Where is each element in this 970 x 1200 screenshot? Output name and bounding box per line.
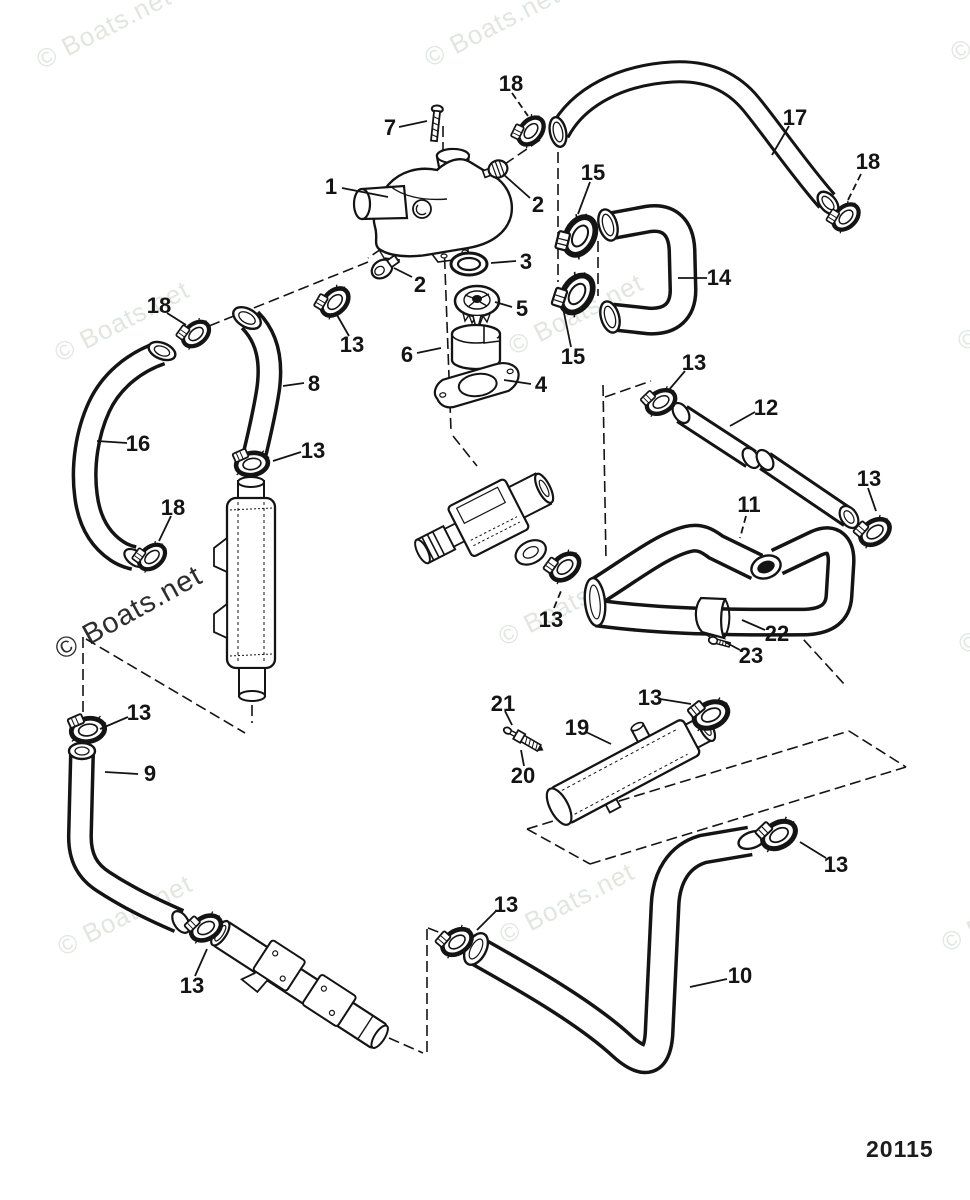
callout-18: 18	[147, 293, 171, 318]
fitting-2-upper	[481, 159, 509, 179]
hose-16	[71, 340, 177, 571]
vertical-cooler	[213, 476, 277, 702]
callout-9: 9	[144, 761, 156, 786]
callout-leader-lines-dashed	[511, 92, 862, 609]
callout-13: 13	[682, 350, 706, 375]
sleeve-6	[450, 323, 502, 371]
thermostat-housing	[352, 147, 513, 263]
callout-11: 11	[737, 492, 760, 517]
screw-7	[429, 104, 444, 143]
drawing-number: 20115	[866, 1136, 934, 1162]
callout-7: 7	[384, 115, 396, 140]
callout-17: 17	[783, 105, 807, 130]
clamp-18-left	[174, 312, 215, 352]
thermostat-5	[453, 284, 501, 333]
hose-14	[597, 204, 698, 336]
callout-22: 22	[765, 621, 789, 646]
callout-13: 13	[127, 700, 151, 725]
callout-12: 12	[754, 395, 778, 420]
bolt-20	[512, 728, 544, 753]
plug-2-lower	[370, 254, 401, 280]
gasket-4	[433, 362, 520, 409]
clamp-18-left-lower	[130, 535, 171, 575]
callout-18: 18	[856, 149, 880, 174]
callout-labels: 7 18 17 18 1 2 15 3 2 5 14 15 6 4 13 18 …	[126, 71, 881, 998]
clamp-13-pump	[541, 543, 586, 587]
callout-21: 21	[491, 691, 515, 716]
clamp-15-upper	[551, 206, 602, 262]
callout-13: 13	[340, 332, 364, 357]
hose-8	[232, 305, 283, 470]
callout-13: 13	[494, 892, 518, 917]
callout-10: 10	[728, 963, 752, 988]
bracket-22	[694, 596, 731, 640]
callout-23: 23	[739, 643, 763, 668]
bottom-tube-assembly	[210, 919, 389, 1049]
callout-4: 4	[535, 372, 548, 397]
callout-16: 16	[126, 431, 150, 456]
o-ring-3	[449, 251, 489, 277]
clamp-15-lower	[548, 264, 601, 320]
callout-20: 20	[511, 763, 535, 788]
clamp-18-top	[508, 108, 550, 151]
callout-1: 1	[325, 174, 337, 199]
callout-13: 13	[180, 973, 204, 998]
callout-18: 18	[499, 71, 523, 96]
callout-13: 13	[638, 685, 662, 710]
callout-2: 2	[532, 192, 544, 217]
callout-15: 15	[581, 160, 605, 185]
callout-leader-lines	[96, 120, 877, 988]
screw-23	[707, 635, 732, 648]
callout-6: 6	[401, 342, 413, 367]
callout-13: 13	[301, 438, 325, 463]
callout-2: 2	[414, 272, 426, 297]
callout-13: 13	[857, 466, 881, 491]
callout-19: 19	[565, 715, 589, 740]
callout-18: 18	[161, 495, 185, 520]
hose-12	[671, 401, 860, 530]
callout-15: 15	[561, 344, 585, 369]
hose-10	[462, 825, 767, 1075]
hose-9	[66, 741, 191, 934]
callout-13: 13	[539, 607, 563, 632]
clamp-13-housing	[311, 278, 355, 322]
callout-8: 8	[308, 371, 320, 396]
clamp-13-hose10-right	[753, 809, 802, 855]
callout-5: 5	[516, 296, 528, 321]
cooler-19	[545, 714, 717, 826]
hose-11	[583, 523, 856, 637]
hose-17	[548, 60, 840, 216]
callout-14: 14	[707, 265, 732, 290]
callout-3: 3	[520, 249, 532, 274]
callout-13: 13	[824, 852, 848, 877]
pump-assembly	[414, 472, 555, 566]
